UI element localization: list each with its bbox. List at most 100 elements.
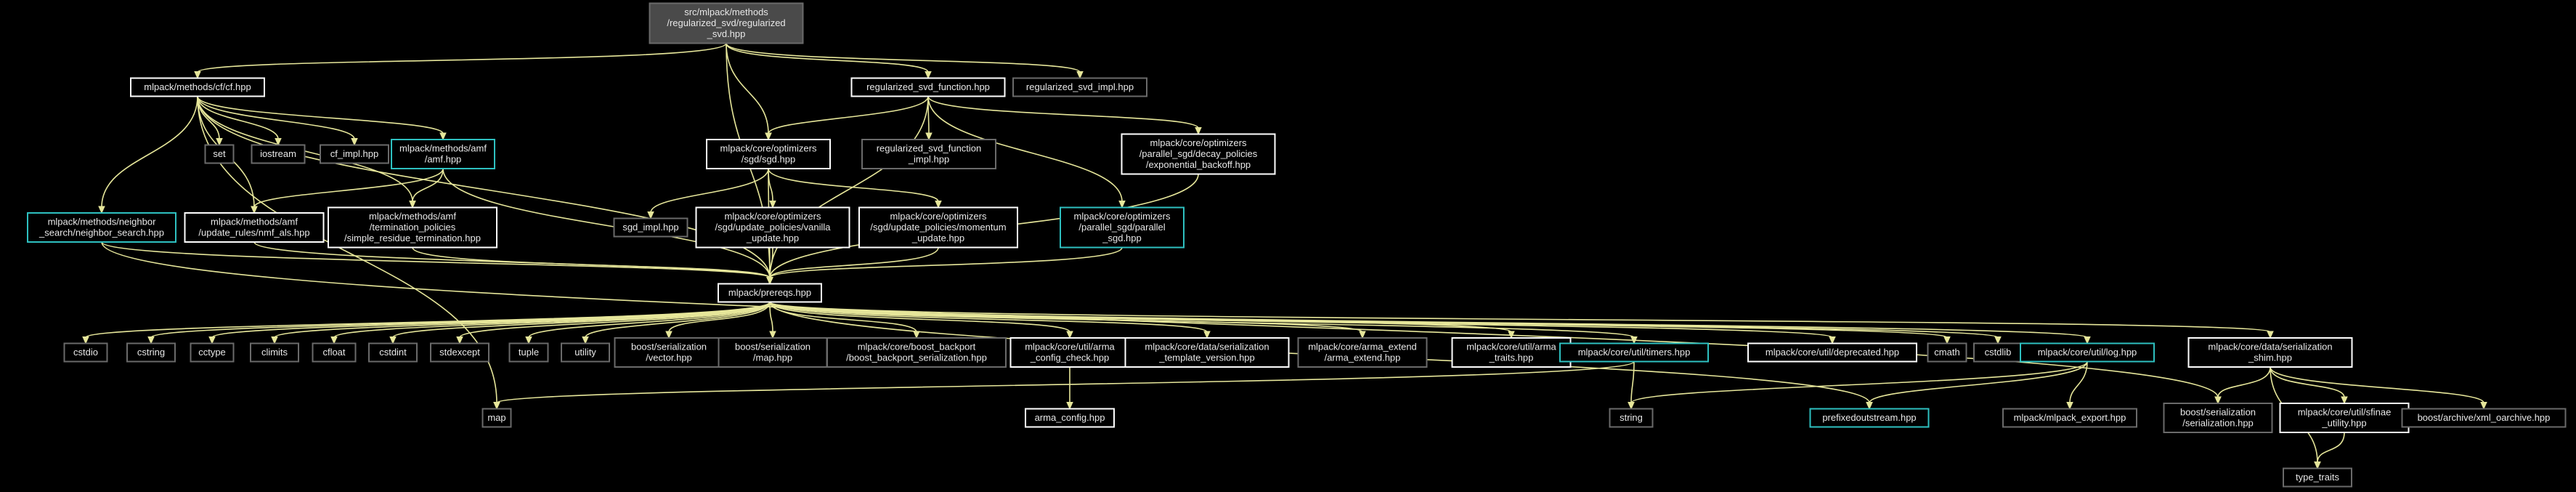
node-tmplver[interactable]: mlpack/core/data/serialization_template_… [1124, 337, 1290, 368]
node-label: mlpack/methods/amf [369, 211, 456, 222]
node-box [1609, 408, 1654, 428]
node-box [861, 139, 996, 169]
node-label: stdexcept [439, 347, 480, 358]
node-set[interactable]: set [204, 144, 235, 164]
node-label: _update.hpp [746, 233, 799, 243]
node-deprecated[interactable]: mlpack/core/util/deprecated.hpp [1747, 342, 1917, 363]
node-label: mlpack/core/boost_backport [858, 342, 976, 352]
node-rsvdfun[interactable]: regularized_svd_function.hpp [850, 77, 1006, 97]
edge-log-to-prefixed [1866, 361, 2088, 410]
edge-line [769, 302, 1070, 333]
node-sgdimpl[interactable]: sgd_impl.hpp [613, 217, 688, 238]
node-armaext[interactable]: mlpack/core/arma_extend/arma_extend.hpp [1297, 337, 1428, 368]
node-iostream[interactable]: iostream [251, 144, 306, 164]
node-sfinae[interactable]: mlpack/core/util/sfinae_utility.hpp [2279, 403, 2410, 433]
node-box [251, 144, 306, 164]
node-label: _traits.hpp [1489, 352, 1534, 363]
node-map[interactable]: map [482, 408, 512, 428]
node-bsmap[interactable]: boost/serialization/map.hpp [718, 337, 828, 368]
node-momentum[interactable]: mlpack/core/optimizers/sgd/update_polici… [858, 206, 1018, 249]
edge-line [2069, 361, 2088, 403]
edge-arrowhead [147, 336, 155, 344]
node-sershim[interactable]: mlpack/core/data/serialization_shim.hpp [2187, 337, 2353, 368]
node-string[interactable]: string [1609, 408, 1654, 428]
node-sgd[interactable]: mlpack/core/optimizers/sgd/sgd.hpp [706, 139, 831, 169]
node-label: _utility.hpp [2321, 418, 2366, 429]
node-label: mlpack/methods/neighbor [48, 217, 157, 227]
node-label: cstdlib [1985, 347, 2012, 358]
node-amf[interactable]: mlpack/methods/amf/amf.hpp [391, 139, 495, 169]
node-export[interactable]: mlpack/mlpack_export.hpp [2002, 408, 2137, 428]
node-nmfals[interactable]: mlpack/methods/amf/update_rules/nmf_als.… [184, 212, 325, 243]
node-label: /map.hpp [753, 352, 792, 363]
edge-cf-to-ns [98, 96, 198, 214]
node-root[interactable]: src/mlpack/methods/regularized_svd/regul… [649, 2, 804, 44]
edge-arrowhead [769, 201, 776, 209]
node-srt[interactable]: mlpack/methods/amf/termination_policies/… [328, 206, 497, 249]
edge-arrowhead [1866, 402, 1873, 410]
node-armacfg[interactable]: mlpack/core/util/arma_config_check.hpp [1009, 337, 1130, 368]
node-tuple[interactable]: tuple [508, 342, 549, 363]
node-armatraits[interactable]: mlpack/core/util/arma_traits.hpp [1451, 337, 1572, 368]
edge-line [927, 96, 1199, 129]
node-cstdio[interactable]: cstdio [63, 342, 108, 363]
edge-line [1630, 361, 1635, 403]
node-rsvdfunimpl[interactable]: regularized_svd_function_impl.hpp [861, 139, 996, 169]
node-label: _template_version.hpp [1158, 352, 1255, 363]
node-label: utility [574, 347, 596, 358]
node-backport[interactable]: mlpack/core/boost_backport/boost_backpor… [826, 337, 1007, 368]
edge-timers-to-map [493, 360, 1635, 410]
node-label: src/mlpack/methods [684, 7, 768, 17]
node-rsvdimpl[interactable]: regularized_svd_impl.hpp [1012, 77, 1147, 97]
edge-arrowhead [2066, 402, 2073, 410]
edge-srt-to-prereqs [412, 247, 773, 285]
node-cstdint[interactable]: cstdint [368, 342, 418, 363]
node-prereqs[interactable]: mlpack/prereqs.hpp [718, 283, 822, 303]
node-typetraits[interactable]: type_traits [2283, 467, 2352, 488]
node-box [368, 342, 418, 363]
node-cfimpl[interactable]: cf_impl.hpp [320, 144, 389, 164]
node-stdexcept[interactable]: stdexcept [430, 342, 489, 363]
node-prefixed[interactable]: prefixedoutstream.hpp [1809, 408, 1930, 428]
edge-arrowhead [1076, 71, 1084, 79]
node-armaconfig[interactable]: arma_config.hpp [1025, 408, 1115, 428]
node-box [1060, 206, 1185, 249]
edge-amf-to-nmfals [251, 168, 444, 214]
node-cstdlib[interactable]: cstdlib [1973, 342, 2023, 363]
edge-arrowhead [439, 132, 447, 141]
node-box [250, 342, 299, 363]
edge-arrowhead [1628, 402, 1635, 410]
node-parsgd[interactable]: mlpack/core/optimizers/parallel_sgd/para… [1060, 206, 1185, 249]
node-cf[interactable]: mlpack/methods/cf/cf.hpp [130, 77, 265, 97]
node-xmlo[interactable]: boost/archive/xml_oarchive.hpp [2401, 408, 2567, 428]
node-bsvector[interactable]: boost/serialization/vector.hpp [614, 337, 724, 368]
node-label: set [213, 148, 226, 159]
node-cmath[interactable]: cmath [1927, 342, 1967, 363]
node-vanilla[interactable]: mlpack/core/optimizers/sgd/update_polici… [695, 206, 850, 249]
node-box [204, 144, 235, 164]
edge-sershim-to-xmlo [2270, 366, 2487, 410]
node-cfloat[interactable]: cfloat [312, 342, 357, 363]
node-utility[interactable]: utility [561, 342, 610, 363]
node-cctype[interactable]: cctype [190, 342, 235, 363]
node-bsser[interactable]: boost/serialization/serialization.hpp [2163, 403, 2273, 433]
edge-arrowhead [194, 71, 201, 79]
node-climits[interactable]: climits [250, 342, 299, 363]
edge-arrowhead [1195, 127, 1202, 135]
node-log[interactable]: mlpack/core/util/log.hpp [2020, 342, 2155, 363]
node-timers[interactable]: mlpack/core/util/timers.hpp [1559, 342, 1709, 363]
edge-arrowhead [766, 277, 773, 285]
edge-sershim-to-bsser [2214, 366, 2271, 405]
edge-sgd-to-sgdimpl [647, 168, 769, 219]
node-label: mlpack/core/util/timers.hpp [1578, 347, 1691, 358]
edge-line [2317, 432, 2345, 463]
node-expbackoff[interactable]: mlpack/core/optimizers/parallel_sgd/deca… [1121, 133, 1276, 175]
node-box [2163, 403, 2273, 433]
edge-arrowhead [98, 206, 105, 214]
node-cstring[interactable]: cstring [126, 342, 176, 363]
node-label: mlpack/methods/amf [211, 217, 298, 227]
edge-arrowhead [2480, 402, 2487, 410]
node-ns[interactable]: mlpack/methods/neighbor_search/neighbor_… [27, 212, 176, 243]
node-box [391, 139, 495, 169]
edge-root-to-cf [194, 42, 727, 79]
